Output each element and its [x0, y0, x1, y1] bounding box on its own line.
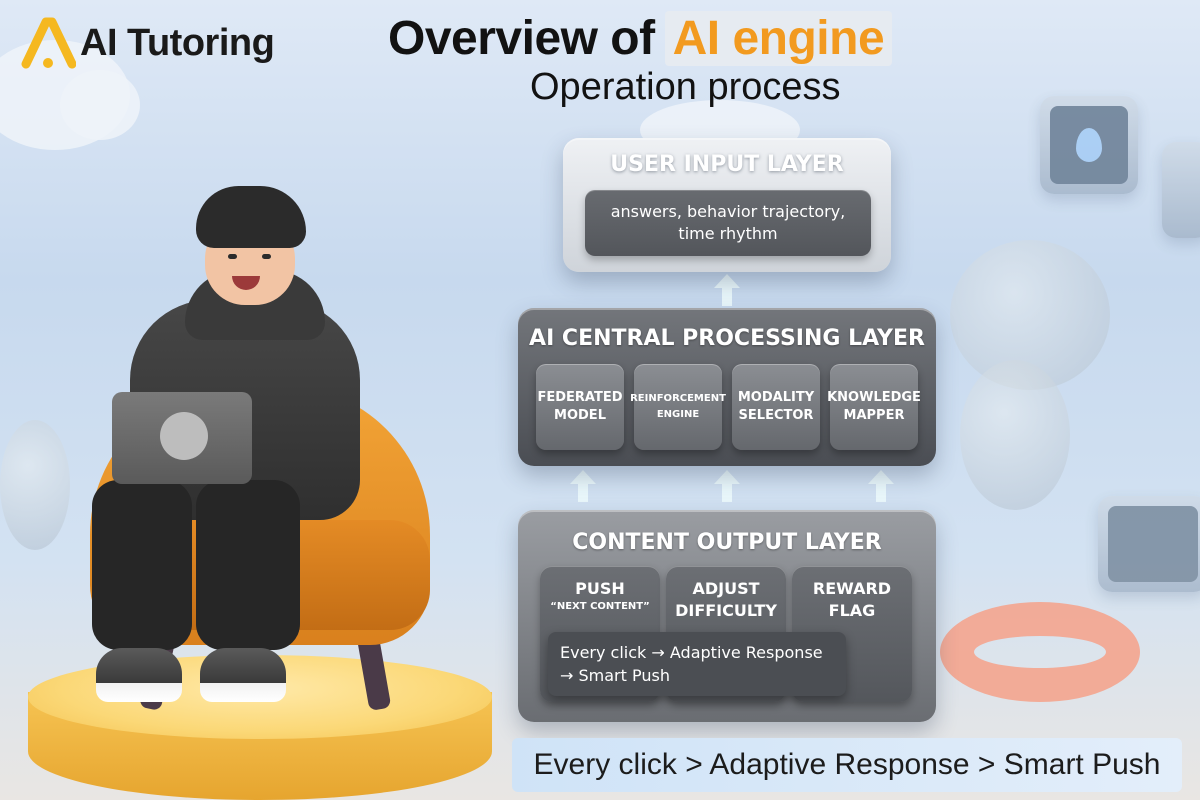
- a-logo-icon: [21, 17, 76, 69]
- module-knowledge-mapper: KNOWLEDGE MAPPER: [827, 364, 921, 450]
- card-decoration: [1162, 142, 1200, 238]
- user-input-box: answers, behavior trajectory, time rhyth…: [585, 190, 871, 256]
- title-highlight: AI engine: [664, 10, 893, 66]
- arrow-up-icon: [714, 274, 740, 306]
- user-input-layer: USER INPUT LAYER answers, behavior traje…: [563, 138, 891, 272]
- output-card-label: PUSH: [575, 579, 625, 598]
- leg: [196, 480, 300, 650]
- mouth: [232, 276, 260, 290]
- hair: [196, 186, 306, 248]
- page-title: Overview of AI engine: [388, 10, 893, 66]
- output-card-sublabel: “NEXT CONTENT”: [550, 601, 650, 612]
- cloud-decoration: [60, 70, 140, 140]
- float-ring-decoration: [940, 602, 1140, 702]
- sneaker: [96, 648, 182, 702]
- content-output-layer-title: CONTENT OUTPUT LAYER: [572, 530, 882, 555]
- module-modality-selector: MODALITY SELECTOR: [732, 364, 820, 450]
- eye: [262, 254, 271, 259]
- arrow-up-icon: [714, 470, 740, 502]
- plant-card-screen: [1108, 506, 1198, 582]
- droplet-icon: [1076, 128, 1102, 162]
- title-prefix: Overview of: [388, 11, 655, 65]
- droplet-card-decoration: [1040, 96, 1138, 194]
- leg: [92, 480, 192, 650]
- module-reinforcement-engine: REINFORCEMENT ENGINE: [630, 364, 726, 450]
- flow-tooltip-line: Every click → Adaptive Response: [560, 643, 823, 662]
- flow-tooltip: Every click → Adaptive Response → Smart …: [548, 632, 846, 696]
- output-card-label: REWARD FLAG: [812, 579, 892, 620]
- bottom-banner: Every click > Adaptive Response > Smart …: [512, 738, 1182, 792]
- page-subtitle: Operation process: [530, 66, 841, 108]
- logo-text: AI Tutoring: [80, 22, 275, 64]
- droplet-card-screen: [1050, 106, 1128, 184]
- arrow-up-icon: [570, 470, 596, 502]
- output-card-label: ADJUST DIFFICULTY: [675, 579, 777, 620]
- flow-tooltip-line: → Smart Push: [560, 666, 670, 685]
- arrow-up-icon: [868, 470, 894, 502]
- robot-decoration: [960, 360, 1070, 510]
- ai-central-processing-layer: AI CENTRAL PROCESSING LAYER FEDERATED MO…: [518, 308, 936, 466]
- robot-decoration: [0, 420, 70, 550]
- sneaker: [200, 648, 286, 702]
- user-input-layer-title: USER INPUT LAYER: [610, 152, 844, 177]
- laptop-logo: [160, 412, 208, 460]
- module-federated-model: FEDERATED MODEL: [536, 364, 624, 450]
- plant-card-decoration: [1098, 496, 1200, 592]
- eye: [228, 254, 237, 259]
- laptop: [112, 392, 252, 484]
- ai-central-layer-title: AI CENTRAL PROCESSING LAYER: [529, 326, 925, 351]
